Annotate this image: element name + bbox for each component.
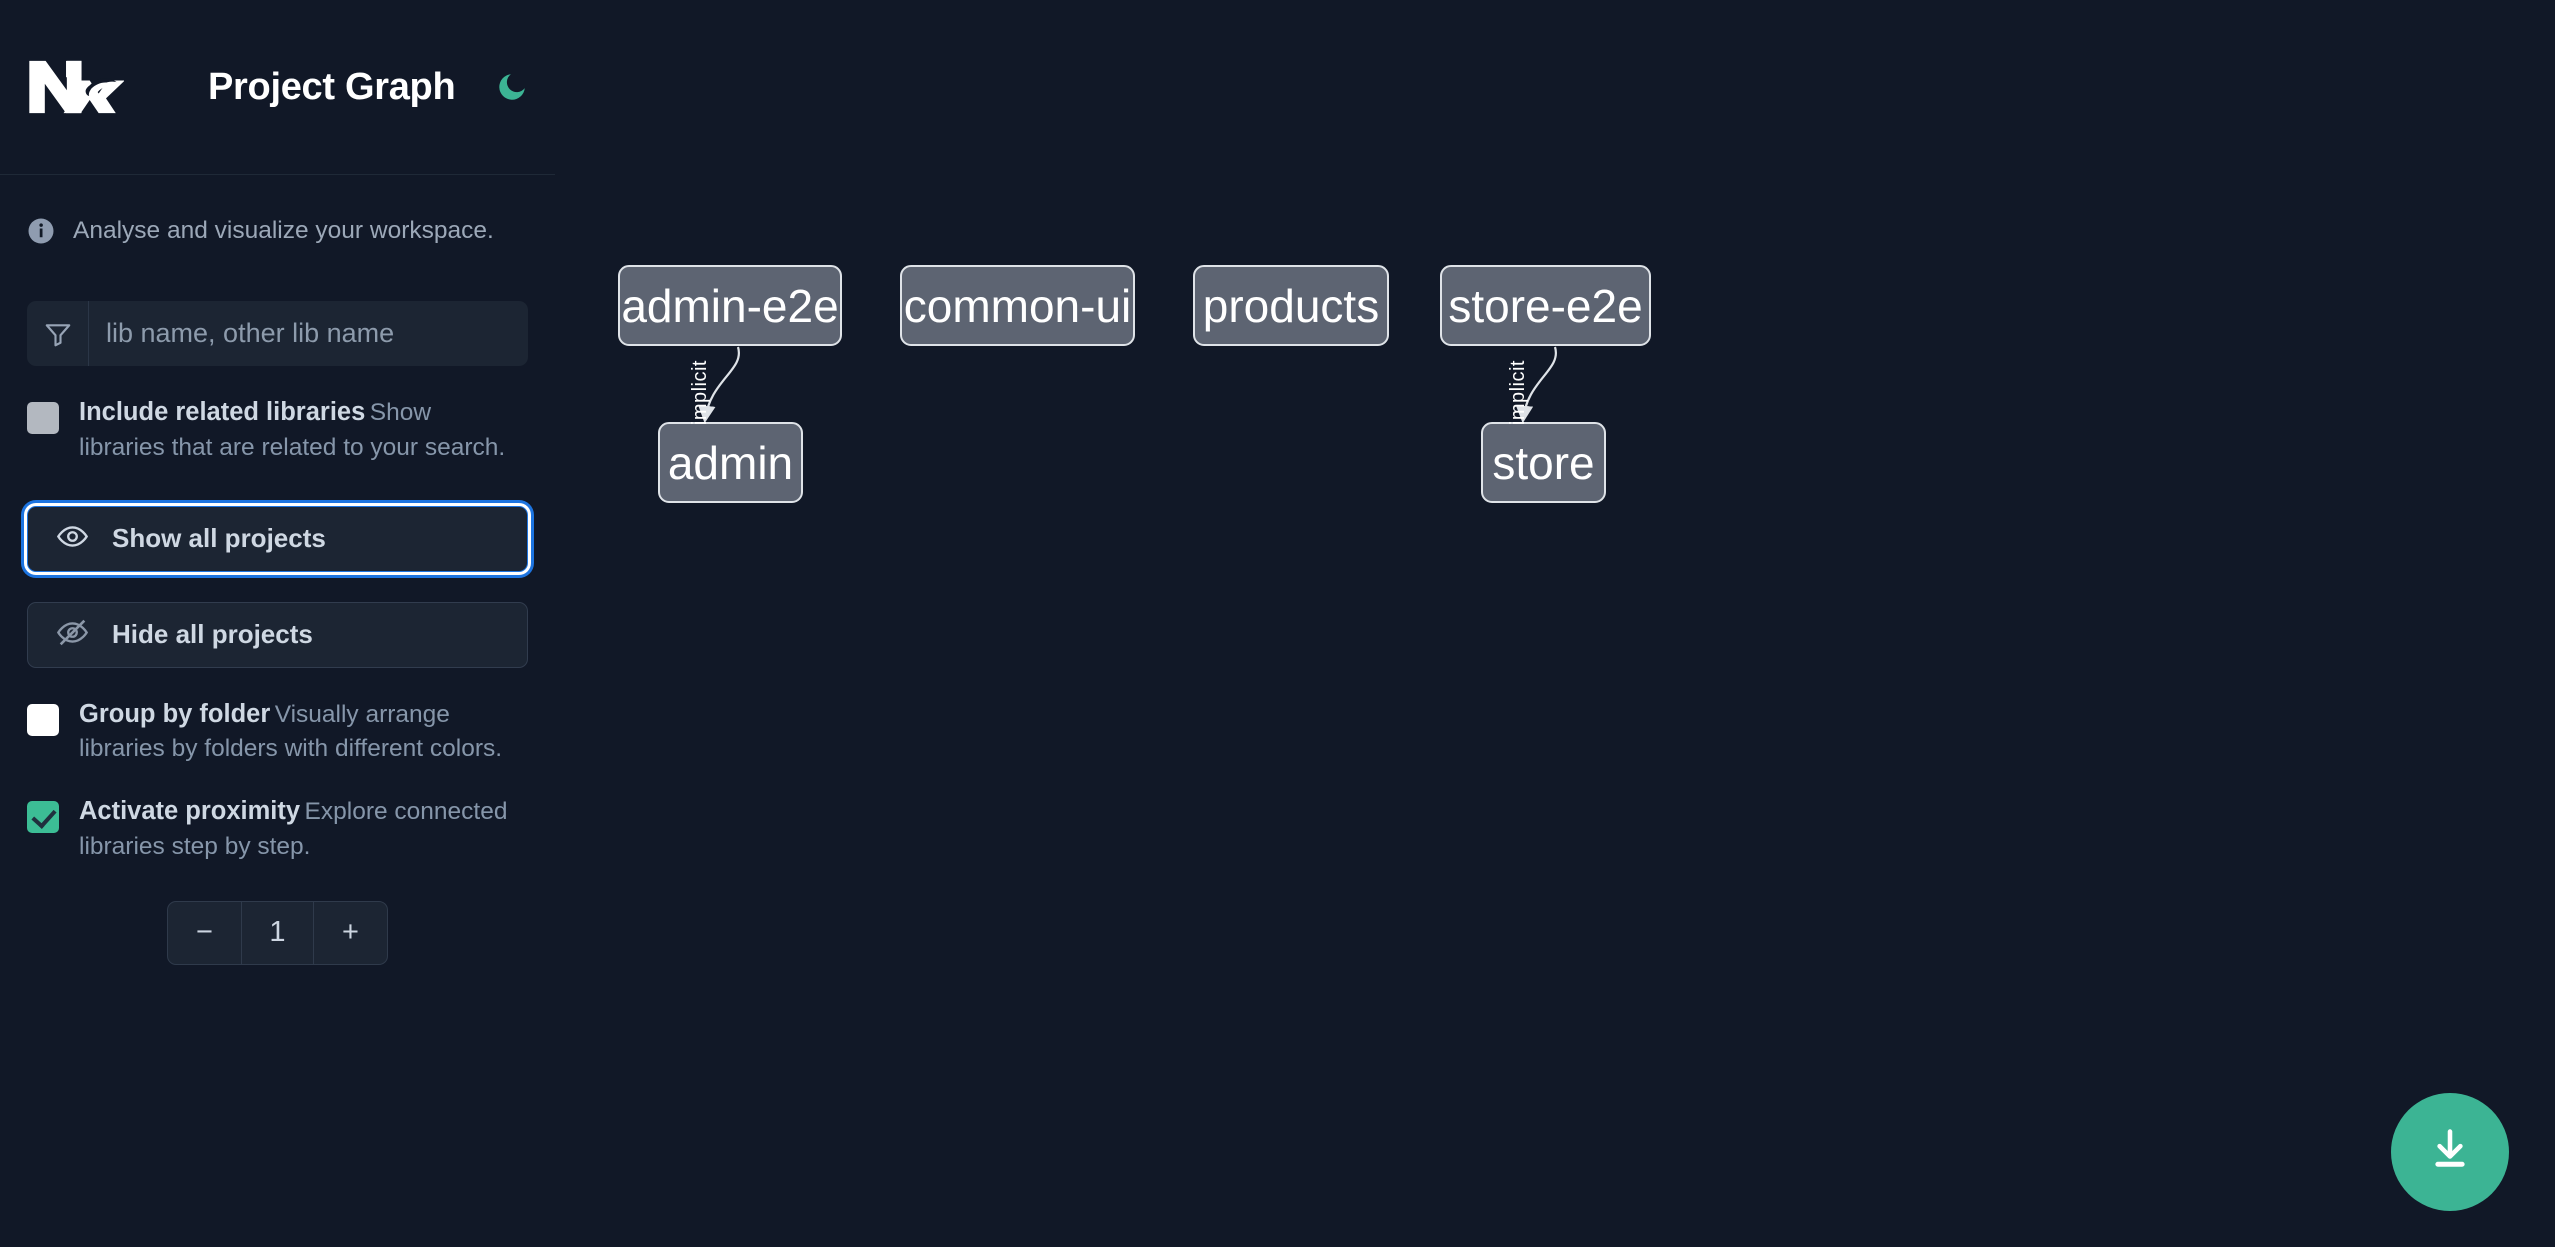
- include-related-libraries-checkbox[interactable]: [27, 402, 59, 434]
- proximity-value: 1: [241, 901, 314, 964]
- graph-canvas[interactable]: admin-e2e common-ui products store-e2e a…: [555, 0, 2555, 1247]
- graph-node-admin-e2e[interactable]: admin-e2e: [618, 265, 842, 346]
- info-icon: [26, 216, 56, 246]
- graph-node-store[interactable]: store: [1481, 422, 1606, 503]
- proximity-stepper-row: − 1 +: [0, 900, 555, 965]
- edge-label-admin-implicit: implicit: [689, 360, 711, 426]
- option-description: Visually arrange libraries by folders wi…: [79, 700, 503, 763]
- option-description: Explore connected libraries step by step…: [79, 798, 508, 860]
- graph-node-products[interactable]: products: [1193, 265, 1389, 346]
- graph-node-label: products: [1202, 279, 1380, 332]
- proximity-increment-button[interactable]: +: [342, 916, 359, 949]
- group-by-folder-checkbox[interactable]: [27, 703, 59, 736]
- graph-node-label: admin-e2e: [621, 279, 839, 332]
- edge-label-store-implicit: implicit: [1507, 360, 1529, 426]
- search-input[interactable]: [89, 301, 528, 366]
- hide-all-projects-button[interactable]: Hide all projects: [27, 601, 528, 668]
- sidebar: Project Graph Analyse and visualize your…: [0, 0, 555, 1247]
- moon-icon[interactable]: [491, 66, 533, 108]
- option-title: Activate proximity: [79, 797, 301, 826]
- option-activate-proximity[interactable]: Activate proximity Explore connected lib…: [0, 795, 555, 865]
- option-description: Show libraries that are related to your …: [79, 399, 506, 461]
- proximity-decrement-button[interactable]: −: [196, 916, 213, 949]
- eye-icon: [56, 520, 89, 558]
- graph-node-label: common-ui: [903, 279, 1132, 332]
- option-include-related-libraries[interactable]: Include related libraries Show libraries…: [0, 396, 555, 466]
- nx-logo-icon: [26, 56, 125, 118]
- page-title: Project Graph: [208, 65, 456, 108]
- proximity-stepper[interactable]: − 1 +: [167, 900, 388, 965]
- download-icon: [2424, 1124, 2476, 1181]
- sidebar-header: Project Graph: [0, 0, 555, 175]
- graph-node-label: store-e2e: [1448, 279, 1643, 332]
- graph-node-label: store: [1492, 436, 1595, 489]
- graph-edges: [698, 346, 1558, 424]
- search-bar[interactable]: [27, 301, 528, 366]
- tagline: Analyse and visualize your workspace.: [0, 175, 555, 287]
- hide-all-projects-label: Hide all projects: [112, 619, 313, 650]
- show-all-projects-button[interactable]: Show all projects: [27, 505, 528, 572]
- option-title: Include related libraries: [79, 398, 366, 426]
- tagline-text: Analyse and visualize your workspace.: [73, 217, 494, 244]
- download-graph-button[interactable]: [2391, 1093, 2509, 1211]
- filter-icon: [27, 301, 89, 366]
- activate-proximity-checkbox[interactable]: [27, 801, 59, 834]
- eye-slash-icon: [56, 616, 89, 654]
- graph-node-label: admin: [667, 436, 794, 489]
- show-all-projects-label: Show all projects: [112, 523, 326, 554]
- graph-node-admin[interactable]: admin: [658, 422, 803, 503]
- option-group-by-folder[interactable]: Group by folder Visually arrange librari…: [0, 698, 555, 768]
- option-title: Group by folder: [79, 699, 271, 728]
- graph-node-common-ui[interactable]: common-ui: [900, 265, 1135, 346]
- graph-node-store-e2e[interactable]: store-e2e: [1440, 265, 1651, 346]
